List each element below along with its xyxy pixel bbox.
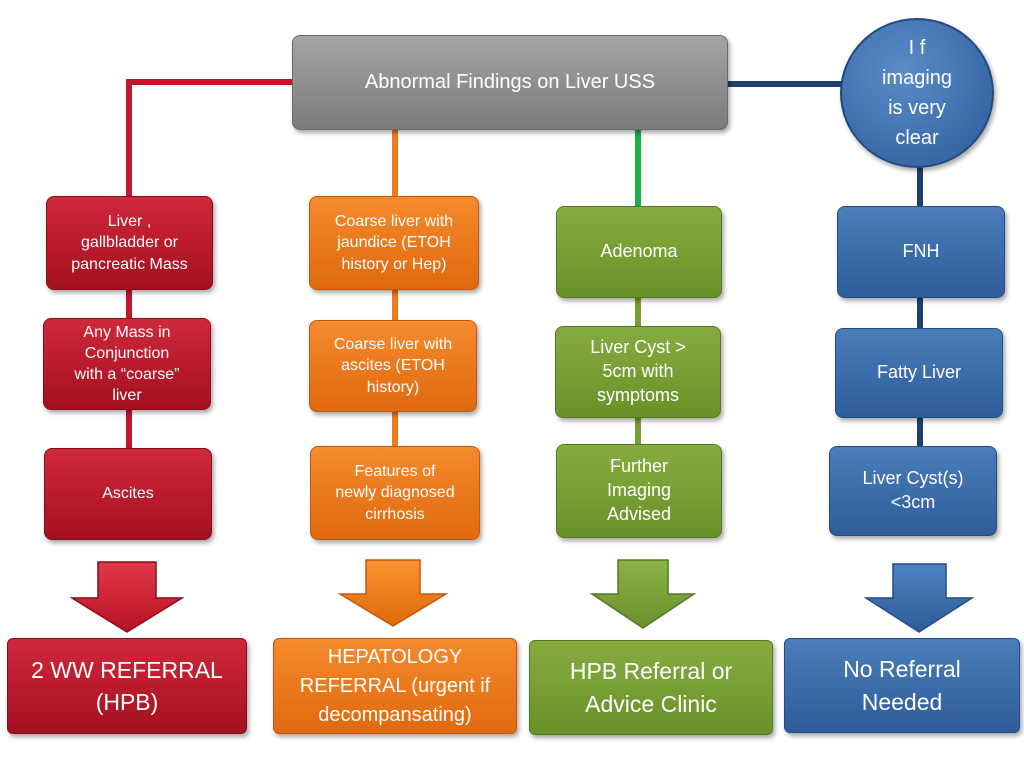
node-label: Ascites [102,485,154,503]
node-label: Fatty Liver [876,362,962,383]
node-label: Coarse liver with jaundice (ETOH history… [334,213,454,273]
node-label: FNH [902,241,940,262]
referral-orange: HEPATOLOGY REFERRAL (urgent if decompans… [273,638,517,734]
referral-blue: No Referral Needed [784,638,1020,733]
node-label: Liver Cyst(s) <3cm [862,468,964,512]
referral-red: 2 WW REFERRAL (HPB) [7,638,247,734]
node-green-2: Liver Cyst > 5cm with symptoms [555,326,721,418]
referral-label: 2 WW REFERRAL (HPB) [31,656,223,715]
down-arrow-green-icon [589,559,697,629]
referral-label: No Referral Needed [843,656,961,715]
down-arrow-blue-icon [863,563,975,633]
node-blue-2: Fatty Liver [835,328,1003,418]
node-blue-1: FNH [837,206,1005,298]
node-orange-3: Features of newly diagnosed cirrhosis [310,446,480,540]
down-arrow-orange-icon [337,559,449,627]
node-label: Coarse liver with ascites (ETOH history) [333,336,453,396]
condition-circle: I f imaging is very clear [840,18,994,168]
node-red-2: Any Mass in Conjunction with a “coarse” … [43,318,211,410]
node-label: Adenoma [600,241,678,262]
node-label: Liver Cyst > 5cm with symptoms [590,337,686,405]
connector-red [126,79,292,196]
condition-circle-label: I f imaging is very clear [881,37,953,149]
node-label: Further Imaging Advised [606,456,672,524]
node-label: Any Mass in Conjunction with a “coarse” … [74,323,180,405]
node-green-1: Adenoma [556,206,722,298]
down-arrow-red-icon [69,561,185,633]
top-node: Abnormal Findings on Liver USS [292,35,728,130]
node-red-3: Ascites [44,448,212,540]
node-blue-3: Liver Cyst(s) <3cm [829,446,997,536]
referral-label: HPB Referral or Advice Clinic [569,658,733,717]
node-green-3: Further Imaging Advised [556,444,722,538]
node-orange-1: Coarse liver with jaundice (ETOH history… [309,196,479,290]
node-red-1: Liver , gallbladder or pancreatic Mass [46,196,213,290]
referral-label: HEPATOLOGY REFERRAL (urgent if decompans… [299,645,491,726]
node-label: Features of newly diagnosed cirrhosis [335,463,455,523]
node-label: Liver , gallbladder or pancreatic Mass [71,213,188,273]
top-node-label: Abnormal Findings on Liver USS [364,71,656,94]
referral-green: HPB Referral or Advice Clinic [529,640,773,735]
node-orange-2: Coarse liver with ascites (ETOH history) [309,320,477,412]
